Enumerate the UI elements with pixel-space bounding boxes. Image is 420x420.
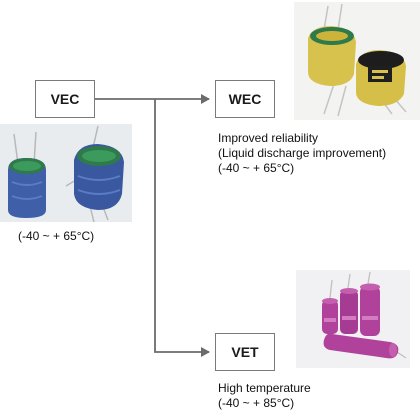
vec-range-text: (-40 ~ + 65°C) — [18, 229, 95, 243]
vec-label: VEC — [50, 91, 80, 107]
vet-node: VET — [215, 333, 275, 371]
vet-caption: High temperature (-40 ~ + 85°C) — [218, 381, 311, 411]
wec-caption: Improved reliability (Liquid discharge i… — [218, 131, 386, 176]
arrow-vec-to-vet — [154, 99, 210, 357]
wec-node: WEC — [215, 80, 275, 118]
vet-photo — [296, 270, 410, 368]
wec-caption-line-3: (-40 ~ + 65°C) — [218, 161, 295, 175]
vec-node: VEC — [35, 80, 95, 118]
vet-caption-line-2: (-40 ~ + 85°C) — [218, 396, 295, 410]
vec-photo — [0, 124, 132, 222]
wec-caption-line-1: Improved reliability — [218, 131, 319, 145]
wec-caption-line-2: (Liquid discharge improvement) — [218, 146, 387, 160]
vet-label: VET — [231, 344, 259, 360]
vet-caption-line-1: High temperature — [218, 381, 311, 395]
wec-photo — [294, 2, 420, 120]
wec-label: WEC — [228, 91, 262, 107]
